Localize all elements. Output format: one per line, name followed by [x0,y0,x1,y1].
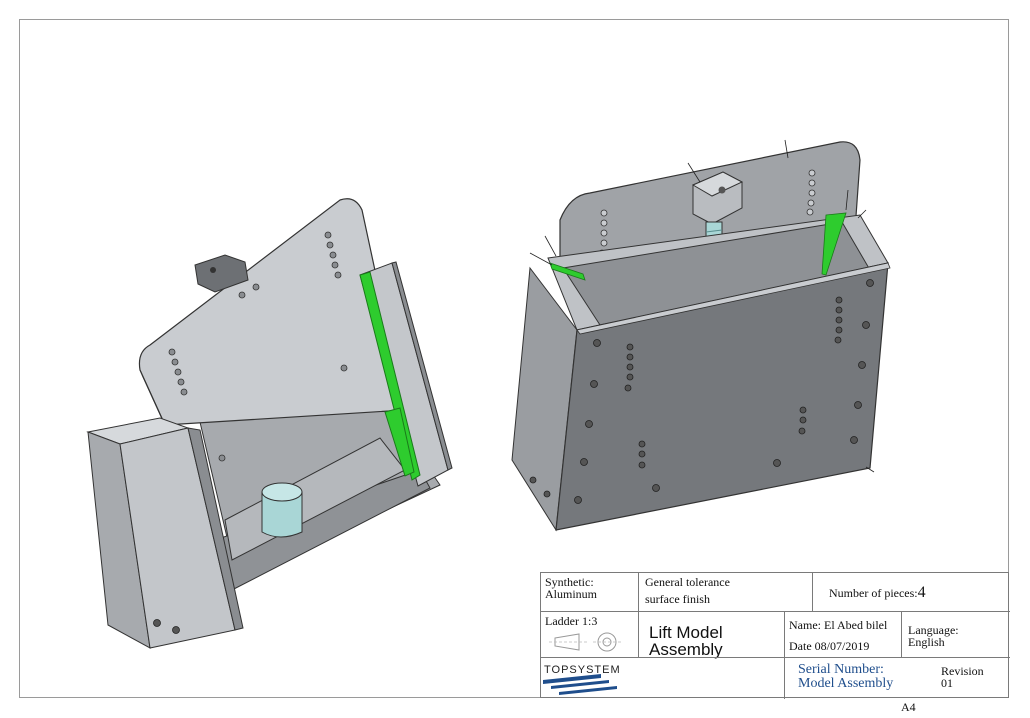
company-logo-text: TOPSYSTEM [544,664,621,676]
drawing-title-line1: Lift Model [649,623,723,642]
left-assembly-view [86,198,453,649]
logo-cell: TOPSYSTEM [541,657,784,699]
projection-symbol-icon [549,632,623,652]
tolerance-line1: General tolerance [645,575,730,589]
drawing-title-cell: Lift Model Assembly [638,611,784,659]
author-cell: Name: El Abed bilel Date 08/07/2019 [784,611,901,657]
right-assembly-view [511,139,891,532]
author-name: Name: El Abed bilel [789,618,888,632]
pieces-label: Number of pieces: [829,586,918,600]
serial-label: Serial Number: [798,662,884,677]
drawing-date: Date 08/07/2019 [789,639,870,653]
sheet-size-label: A4 [901,700,916,714]
language-value: English [908,635,945,649]
sheet-border [19,19,1009,698]
synthetic-label: Synthetic: [545,575,594,589]
title-block: Synthetic: Aluminum General tolerance su… [540,572,1010,699]
tolerance-line2: surface finish [645,592,710,606]
scale-cell: Ladder 1:3 [541,611,638,657]
drawing-title-line2: Assembly [649,640,723,659]
pieces-value: 4 [917,584,926,601]
serial-cell: Serial Number: Model Assembly [784,657,901,699]
material-cell: Synthetic: Aluminum [541,573,638,611]
revision-label: Revision [941,664,984,678]
material-value: Aluminum [545,587,598,601]
company-logo: TOPSYSTEM [543,664,621,695]
language-cell: Language: English [901,611,1010,657]
language-label: Language: [908,623,959,637]
serial-value: Model Assembly [798,676,894,691]
pieces-cell: Number of pieces:4 [812,573,1010,611]
revision-value: 01 [941,676,953,690]
ladder-scale: Ladder 1:3 [545,614,598,628]
revision-cell: Revision 01 [901,657,1010,699]
tolerance-cell: General tolerance surface finish [638,573,812,611]
